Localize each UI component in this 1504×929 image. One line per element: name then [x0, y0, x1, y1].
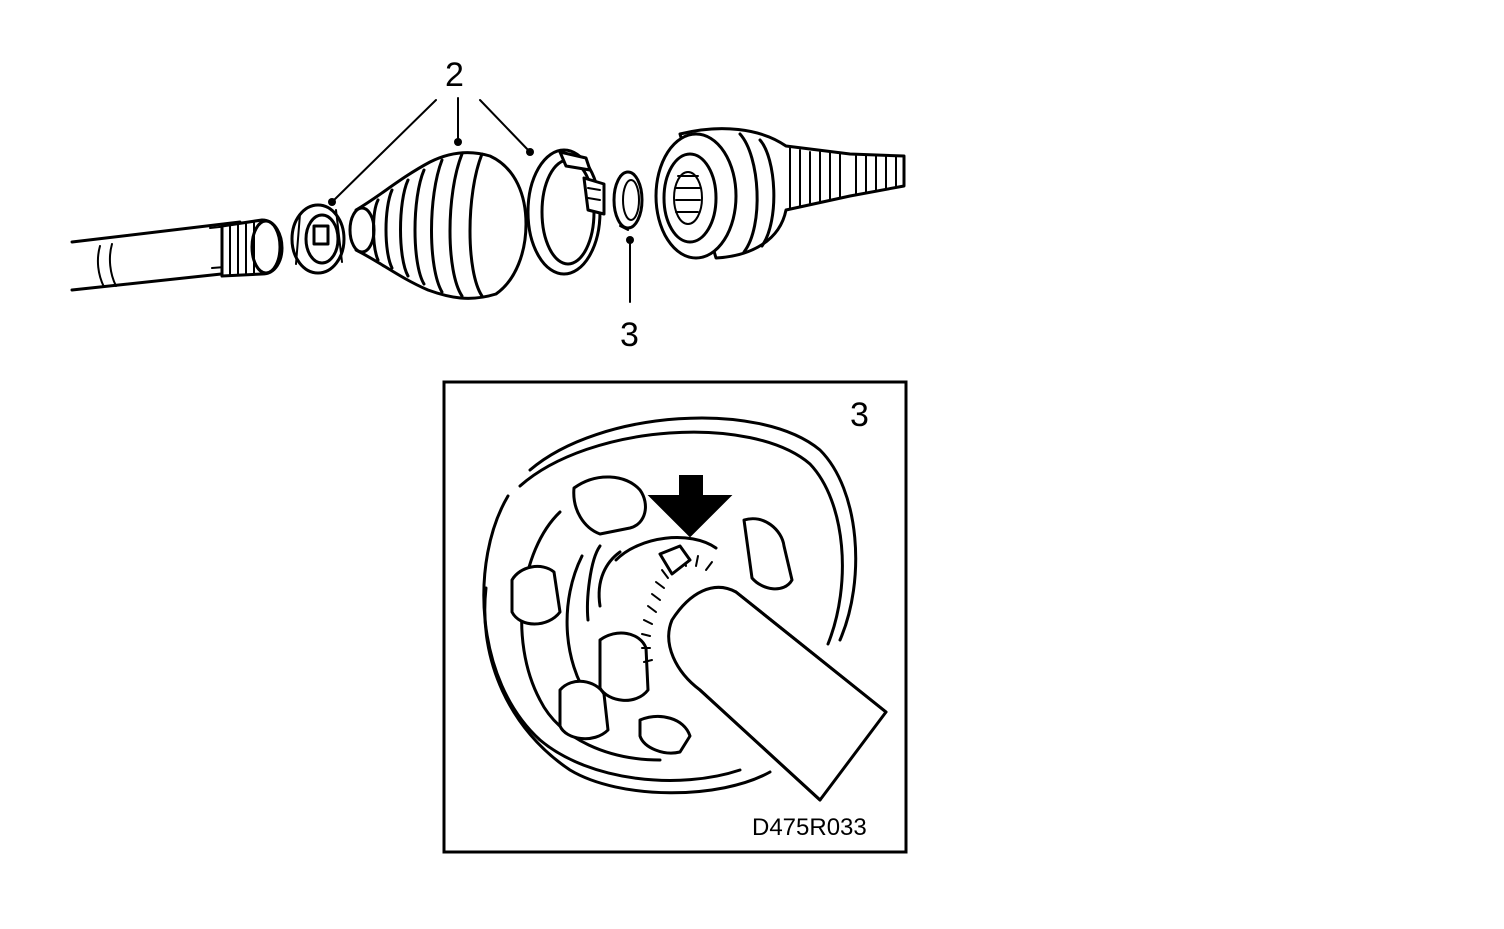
cv-joint [654, 127, 906, 260]
callout-label-3: 3 [620, 316, 639, 354]
leader-dot [454, 138, 462, 146]
drawing-code: D475R033 [752, 814, 867, 841]
leader-dot [526, 148, 534, 156]
drive-shaft [70, 218, 284, 292]
detail-cv-joint-illustration [482, 416, 888, 802]
callout-label-2: 2 [445, 56, 464, 94]
cv-joint-boot [348, 151, 528, 300]
leader-dot [328, 198, 336, 206]
detail-number: 3 [850, 396, 869, 434]
callout-2-leaders [328, 97, 534, 206]
callout-3-leader [626, 236, 634, 303]
leader-dot [626, 236, 634, 244]
arrow-down-icon [647, 475, 733, 538]
circlip [612, 170, 644, 231]
small-boot-clamp [290, 203, 346, 275]
large-boot-clamp [526, 148, 606, 276]
